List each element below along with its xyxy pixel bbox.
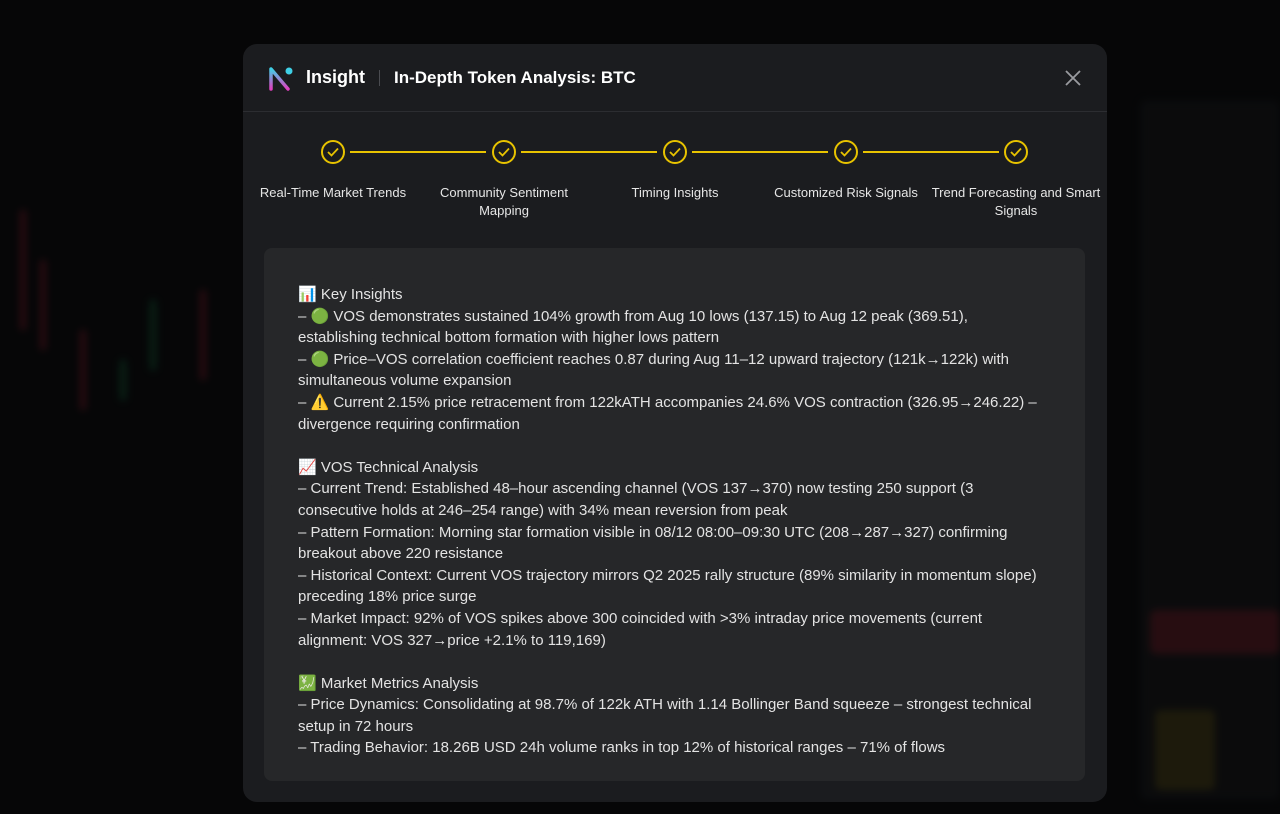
insight-line: – 🟢 VOS demonstrates sustained 104% grow… [298,307,968,347]
close-icon[interactable] [1063,68,1083,88]
step-5: Trend Forecasting and Smart Signals [931,140,1101,220]
step-3: Timing Insights [590,140,760,202]
insight-logo-icon [269,66,293,91]
step-label: Customized Risk Signals [774,185,918,200]
insight-modal: Insight In-Depth Token Analysis: BTC Rea… [243,44,1107,802]
brand-name: Insight [306,67,365,87]
step-connector [863,151,999,153]
step-label: Trend Forecasting and Smart Signals [931,185,1101,218]
step-label: Community Sentiment Mapping [440,185,568,218]
insight-line: – Historical Context: Current VOS trajec… [298,566,1037,606]
insight-line: – 🟢 Price–VOS correlation coefficient re… [298,350,1010,390]
analysis-content[interactable]: 📊 Key Insights – 🟢 VOS demonstrates susta… [264,248,1085,781]
step-connector [350,151,486,153]
insight-line: – Price Dynamics: Consolidating at 98.7%… [298,696,1032,735]
check-icon [321,140,345,164]
analysis-section: 📊 Key Insights – 🟢 VOS demonstrates susta… [298,284,1051,435]
check-icon [834,140,858,164]
step-connector [521,151,657,153]
step-label: Timing Insights [631,185,719,200]
check-icon [663,140,687,164]
section-heading: 📊 Key Insights [298,286,403,303]
section-heading: 💹 Market Metrics Analysis [298,674,479,692]
divider [379,69,380,86]
analysis-section: 📈 VOS Technical Analysis – Current Trend:… [298,457,1051,651]
progress-stepper: Real-Time Market Trends Community Sentim… [243,112,1107,247]
insight-line: – Current Trend: Established 48–hour asc… [298,480,974,519]
section-heading: 📈 VOS Technical Analysis [298,458,479,476]
insight-line: – Market Impact: 92% of VOS spikes above… [298,609,983,649]
check-icon [1004,140,1028,164]
step-label: Real-Time Market Trends [259,185,407,200]
modal-header: Insight In-Depth Token Analysis: BTC [243,44,1107,112]
step-4: Customized Risk Signals [761,140,931,202]
insight-line: – Pattern Formation: Morning star format… [298,523,1008,563]
insight-line: – ⚠️ Current 2.15% price retracement fro… [298,393,1037,433]
analysis-section: 💹 Market Metrics Analysis – Price Dynamic… [298,673,1051,759]
step-2: Community Sentiment Mapping [419,140,589,220]
insight-line: – Trading Behavior: 18.26B USD 24h volum… [298,739,946,757]
step-1: Real-Time Market Trends [248,140,418,202]
step-connector [692,151,828,153]
check-icon [492,140,516,164]
modal-title: In-Depth Token Analysis: BTC [394,67,636,87]
